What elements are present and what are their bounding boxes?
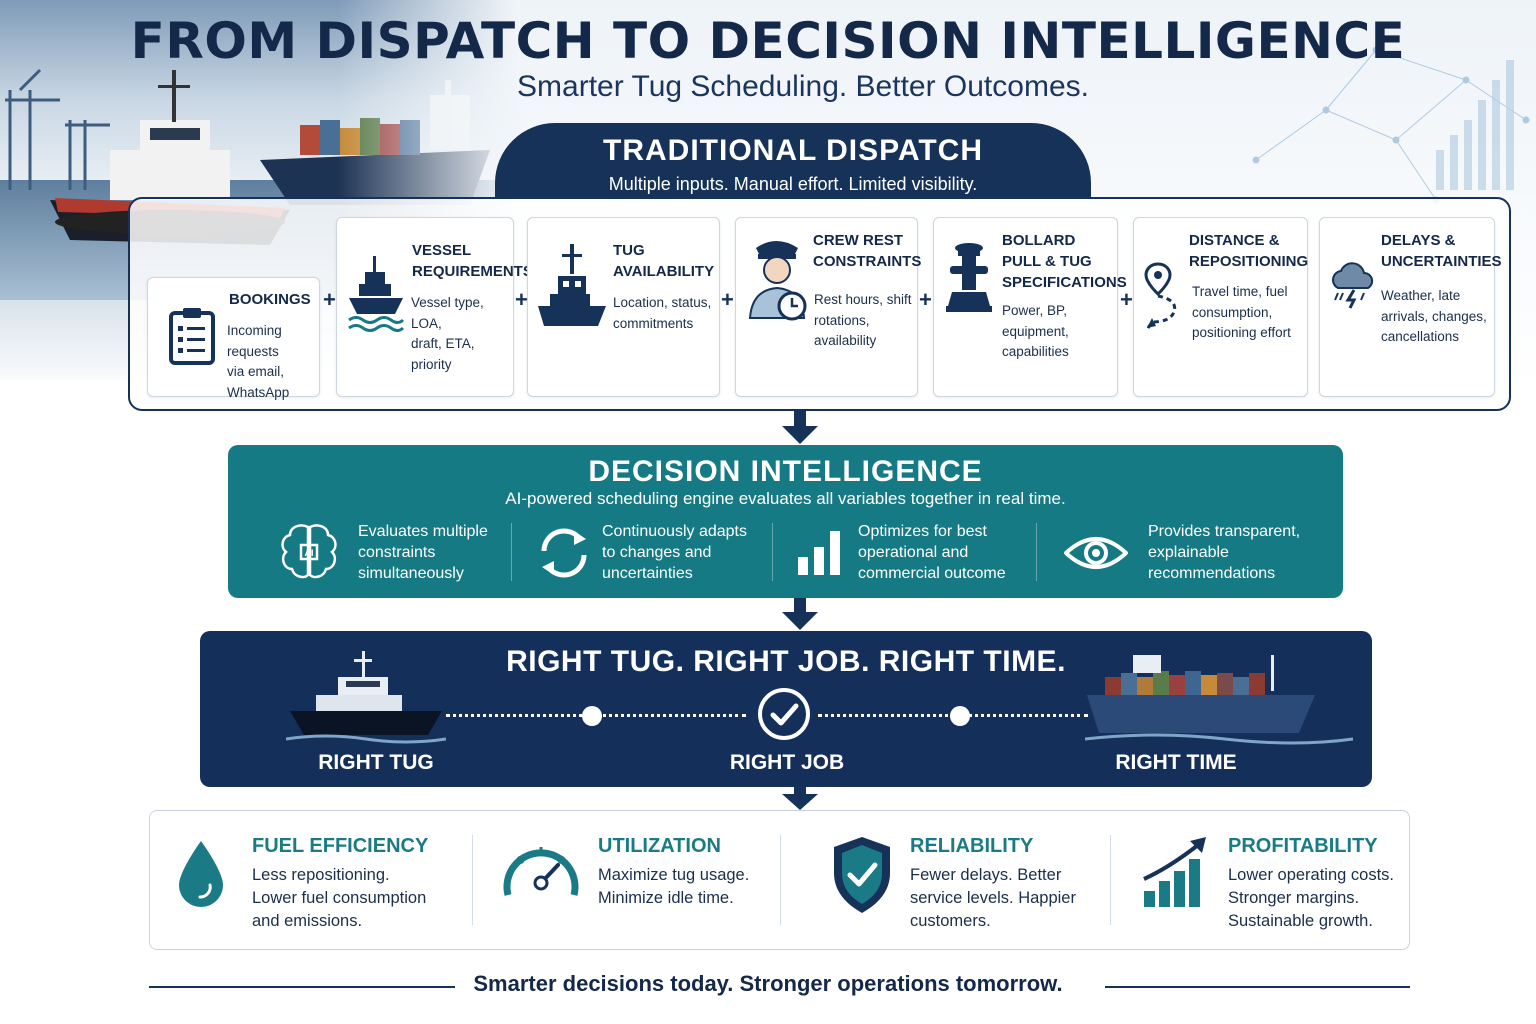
- plus-sign: +: [919, 287, 932, 312]
- traditional-dispatch-panel: BOOKINGS Incoming requests via email, Wh…: [128, 197, 1511, 411]
- divider: [511, 523, 512, 581]
- card-title: TUG AVAILABILITY: [613, 242, 715, 280]
- label-right-tug: RIGHT TUG: [318, 751, 434, 774]
- page-subtitle: Smarter Tug Scheduling. Better Outcomes.: [517, 70, 1089, 103]
- card-bollard-pull: BOLLARD PULL & TUG SPECIFICATIONS Power,…: [933, 217, 1127, 397]
- ship-icon: [348, 256, 405, 332]
- svg-text:AI: AI: [305, 548, 314, 558]
- benefit-desc: Lower operating costs. Stronger margins.…: [1228, 866, 1395, 930]
- divider: [1036, 523, 1037, 581]
- clipboard-icon: [169, 308, 215, 365]
- card-delays-uncertainties: DELAYS & UNCERTAINTIES Weather, late arr…: [1319, 217, 1502, 397]
- growth-chart-icon: [1143, 837, 1206, 907]
- divider: [472, 835, 473, 925]
- benefit-desc: Fewer delays. Better service levels. Hap…: [910, 866, 1076, 930]
- card-crew-rest: CREW REST CONSTRAINTS Rest hours, shift …: [735, 217, 922, 397]
- gauge-icon: [503, 847, 579, 896]
- plus-sign: +: [515, 287, 528, 312]
- card-desc: Incoming requests via email, WhatsApp: [227, 323, 290, 400]
- label-right-time: RIGHT TIME: [1115, 751, 1237, 774]
- decision-intelligence-panel: DECISION INTELLIGENCE AI-powered schedul…: [228, 445, 1343, 598]
- card-vessel-requirements: VESSEL REQUIREMENTS Vessel type, LOA, dr…: [336, 217, 533, 397]
- card-desc: Vessel type, LOA, draft, ETA, priority: [411, 295, 484, 372]
- card-tug-availability: TUG AVAILABILITY Location, status, commi…: [527, 217, 720, 397]
- traditional-dispatch-header: TRADITIONAL DISPATCH Multiple inputs. Ma…: [495, 123, 1091, 199]
- right-title: RIGHT TUG. RIGHT JOB. RIGHT TIME.: [506, 645, 1066, 678]
- down-arrow-icon: [782, 786, 818, 810]
- card-title: VESSEL REQUIREMENTS: [412, 242, 533, 280]
- label-right-job: RIGHT JOB: [729, 751, 845, 774]
- divider: [1110, 835, 1111, 925]
- storm-cloud-icon: [1332, 262, 1374, 309]
- page-title: FROM DISPATCH TO DECISION INTELLIGENCE: [130, 12, 1406, 70]
- refresh-icon: [541, 528, 587, 578]
- benefit-desc: Maximize tug usage. Minimize idle time.: [598, 866, 750, 907]
- card-title: DISTANCE & REPOSITIONING: [1189, 232, 1309, 270]
- benefit-title: RELIABILITY: [910, 835, 1034, 857]
- card-desc: Rest hours, shift rotations, availabilit…: [814, 292, 912, 348]
- tug-boat-icon: [286, 651, 446, 744]
- traditional-subtitle: Multiple inputs. Manual effort. Limited …: [608, 174, 978, 194]
- benefits-panel: FUEL EFFICIENCY Less repositioning. Lowe…: [149, 810, 1410, 950]
- footer-tagline: Smarter decisions today. Stronger operat…: [473, 971, 1063, 996]
- card-desc: Power, BP, equipment, capabilities: [1002, 303, 1069, 359]
- card-title: BOOKINGS: [229, 291, 311, 308]
- network-graphic: [1252, 46, 1530, 204]
- plus-sign: +: [323, 287, 336, 312]
- benefit-desc: Less repositioning. Lower fuel consumpti…: [252, 866, 427, 930]
- droplet-icon: [179, 841, 223, 907]
- container-ship-icon: [1085, 655, 1354, 745]
- footer-rule: [149, 986, 455, 988]
- benefit-title: FUEL EFFICIENCY: [252, 835, 429, 857]
- down-arrow-icon: [782, 598, 818, 630]
- divider: [780, 835, 781, 925]
- card-desc: Travel time, fuel consumption, positioni…: [1192, 284, 1291, 340]
- timeline-node: [950, 706, 970, 726]
- crew-clock-icon: [748, 241, 807, 321]
- benefit-title: PROFITABILITY: [1228, 835, 1378, 857]
- card-desc: Location, status, commitments: [613, 295, 712, 331]
- feature-text: Provides transparent, explainable recomm…: [1148, 523, 1301, 582]
- card-distance-repositioning: DISTANCE & REPOSITIONING Travel time, fu…: [1133, 217, 1308, 397]
- eye-icon: [1064, 537, 1128, 569]
- card-title: CREW REST CONSTRAINTS: [813, 232, 922, 270]
- check-circle-icon: [758, 688, 810, 740]
- ai-brain-icon: AI: [281, 524, 337, 579]
- tug-icon: [538, 244, 606, 326]
- card-bookings: BOOKINGS Incoming requests via email, Wh…: [147, 277, 320, 400]
- shield-check-icon: [834, 837, 890, 913]
- plus-sign: +: [1120, 287, 1133, 312]
- bar-chart-icon: [798, 531, 840, 575]
- plus-sign: +: [721, 287, 734, 312]
- feature-text: Continuously adapts to changes and uncer…: [602, 523, 747, 582]
- benefit-title: UTILIZATION: [598, 835, 721, 857]
- decision-subtitle: AI-powered scheduling engine evaluates a…: [505, 489, 1066, 508]
- route-pin-icon: [1144, 262, 1177, 329]
- bollard-icon: [946, 243, 992, 312]
- down-arrow-icon: [782, 410, 818, 444]
- feature-text: Evaluates multiple constraints simultane…: [358, 523, 488, 582]
- divider: [772, 523, 773, 581]
- right-outcome-panel: RIGHT TUG. RIGHT JOB. RIGHT TIME. RIGHT …: [200, 631, 1372, 787]
- feature-text: Optimizes for best operational and comme…: [858, 523, 1006, 582]
- card-title: DELAYS & UNCERTAINTIES: [1381, 232, 1502, 270]
- footer-rule: [1105, 986, 1410, 988]
- decision-title: DECISION INTELLIGENCE: [588, 455, 983, 488]
- card-desc: Weather, late arrivals, changes, cancell…: [1381, 288, 1487, 344]
- timeline-node: [582, 706, 602, 726]
- traditional-title: TRADITIONAL DISPATCH: [603, 134, 983, 167]
- card-title: BOLLARD PULL & TUG SPECIFICATIONS: [1002, 232, 1127, 291]
